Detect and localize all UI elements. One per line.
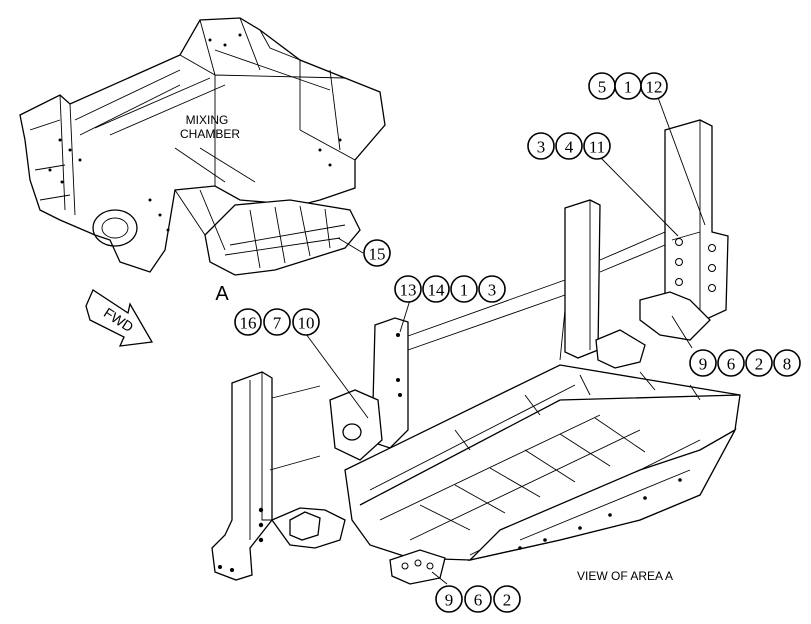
callout-circle — [422, 275, 450, 303]
callout-circle — [583, 132, 611, 160]
callout-number: 4 — [565, 138, 574, 157]
callout-number: 3 — [488, 281, 497, 300]
mixing-chamber-label-line1: MIXING — [186, 113, 229, 127]
machine-frame-overview — [19, 17, 386, 276]
callout-circle — [234, 308, 262, 336]
callout-circle — [493, 585, 521, 613]
forward-arrow-icon: FWD — [85, 289, 154, 347]
callout-circle — [745, 349, 773, 377]
callout-group-15: 15 — [363, 239, 391, 267]
callout-circle — [478, 275, 506, 303]
callout-circle — [773, 349, 801, 377]
callout-circle — [394, 275, 422, 303]
callout-circle — [640, 72, 668, 100]
callout-circle — [527, 132, 555, 160]
view-caption: VIEW OF AREA A — [577, 569, 673, 583]
callout-number: 10 — [298, 314, 315, 333]
callout-number: 16 — [240, 314, 257, 333]
callout-number: 14 — [428, 281, 446, 300]
callout-circle — [464, 585, 492, 613]
leader-lines — [305, 91, 706, 585]
callout-circle — [689, 349, 717, 377]
callout-number: 2 — [755, 355, 764, 374]
callout-number: 6 — [727, 355, 736, 374]
callout-number: 9 — [699, 355, 708, 374]
callout-circle — [450, 275, 478, 303]
callout-number: 9 — [445, 591, 454, 610]
callout-number: 12 — [646, 78, 663, 97]
callout-circle — [363, 239, 391, 267]
callout-number: 3 — [537, 138, 546, 157]
callout-circle — [555, 132, 583, 160]
area-a-detail-view — [211, 119, 741, 585]
mixing-chamber-label-line2: CHAMBER — [180, 127, 240, 141]
callout-number: 1 — [624, 78, 633, 97]
callout-number: 15 — [369, 245, 386, 264]
callout-circle — [292, 308, 320, 336]
callout-number: 8 — [783, 355, 792, 374]
callout-number: 11 — [589, 138, 605, 157]
callout-number: 6 — [474, 591, 483, 610]
callout-circle — [435, 585, 463, 613]
callout-number: 2 — [503, 591, 512, 610]
area-a-marker: A — [215, 283, 229, 305]
callout-circle — [263, 308, 291, 336]
callout-group-16-7-10: 16 7 10 — [234, 308, 320, 336]
callout-group-9-6-2-bottom: 9 6 2 — [435, 585, 521, 613]
callout-circle — [717, 349, 745, 377]
callout-number: 7 — [273, 314, 282, 333]
callout-number: 1 — [460, 281, 469, 300]
callout-number: 5 — [598, 78, 607, 97]
callout-number: 13 — [400, 281, 417, 300]
